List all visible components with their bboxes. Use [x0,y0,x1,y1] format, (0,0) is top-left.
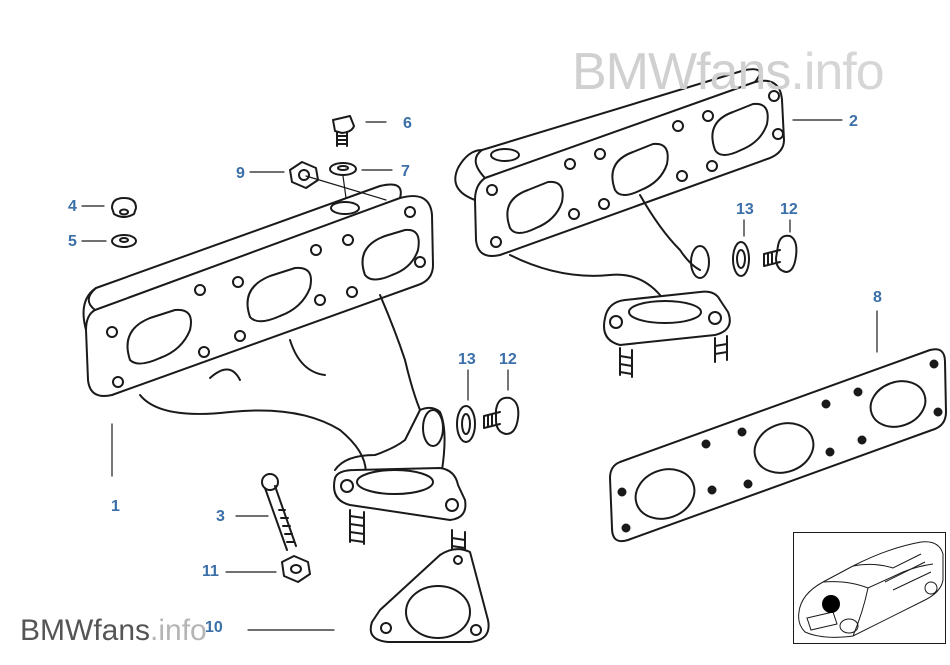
callout-10[interactable]: 10 [205,619,223,636]
callout-1[interactable]: 1 [111,498,120,515]
car-outline-icon [798,541,944,638]
screw-plug-12-right [763,234,798,273]
sealing-ring-13-left [456,405,476,443]
sealing-ring-13-right [732,241,750,277]
callout-9[interactable]: 9 [236,165,245,182]
callout-5[interactable]: 5 [68,233,77,250]
callout-13-right[interactable]: 13 [736,201,754,218]
exhaust-manifold-left [82,183,467,563]
callout-6[interactable]: 6 [403,115,412,132]
location-marker-icon [822,595,840,613]
callout-3[interactable]: 3 [216,508,225,525]
callout-4[interactable]: 4 [68,198,77,215]
nut-11 [281,555,311,583]
car-location-inset [793,532,946,644]
watermark-top: BMWfans.info [572,43,885,101]
bolt-3 [261,473,297,551]
bolt-6 [332,115,355,147]
nut-9 [289,161,319,189]
manifold-gasket [609,348,947,543]
outlet-gasket [369,548,490,643]
callout-13-left[interactable]: 13 [458,351,476,368]
washer-7-hole [337,165,349,171]
callout-12-left[interactable]: 12 [499,351,517,368]
callout-11[interactable]: 11 [202,563,219,580]
leader-lines [81,119,878,631]
washer-5-hole [119,237,129,243]
callout-2[interactable]: 2 [849,113,858,130]
callout-12-right[interactable]: 12 [780,201,798,218]
callout-8[interactable]: 8 [873,289,882,306]
screw-plug-12-left [483,396,520,435]
nut-4 [111,197,137,218]
exhaust-manifold-right [454,68,785,378]
callout-7[interactable]: 7 [401,163,410,180]
watermark-bottom: BMWfans.info [20,614,207,647]
